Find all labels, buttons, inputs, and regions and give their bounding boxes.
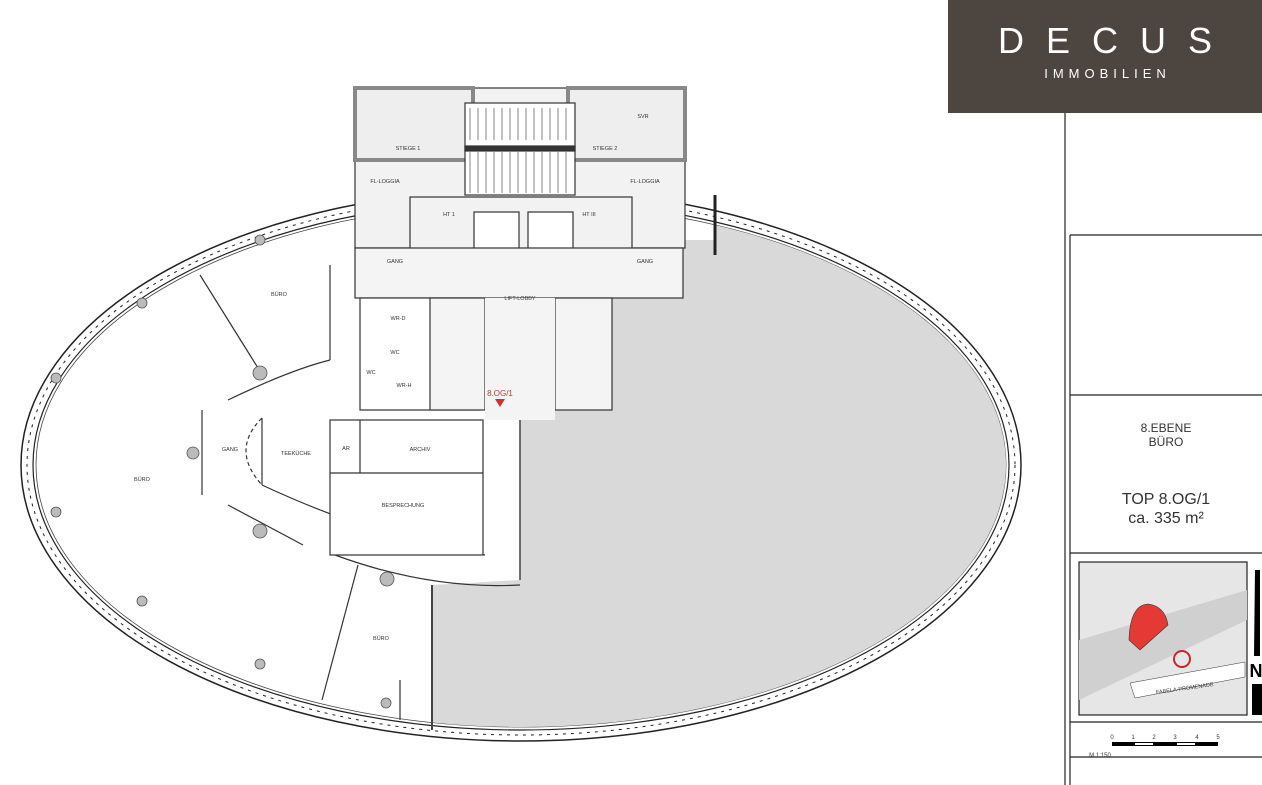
room-besprechung: BESPRECHUNG — [382, 503, 424, 509]
room-wc-2: WC — [366, 370, 375, 376]
area-label: ca. 335 m² — [1128, 510, 1204, 527]
room-wr-d: WR-D — [391, 316, 406, 322]
scale-tick: 1 — [1131, 735, 1135, 741]
site-location-map: FABELA-PROMENADE N — [1078, 561, 1262, 716]
entrance-circle-icon — [1173, 650, 1191, 668]
building-core — [353, 86, 687, 420]
marker-triangle-icon — [495, 399, 505, 407]
room-stiege-2: STIEGE 2 — [593, 146, 618, 152]
scale-bar: 0 1 2 3 4 5 M 1:150 — [1089, 735, 1220, 759]
unit-info: TOP 8.OG/1 ca. 335 m² — [1070, 490, 1262, 528]
logo-subtitle: IMMOBILIEN — [1044, 66, 1171, 81]
room-loggia-left: FL-LOGGIA — [370, 179, 400, 185]
north-arrow-icon — [1254, 570, 1260, 656]
unit-entrance-marker: 8.OG/1 — [487, 389, 513, 407]
scale-tick: 3 — [1173, 735, 1177, 741]
rental-area-highlight — [431, 195, 1006, 730]
room-ht3: HT III — [582, 212, 596, 218]
unit-location-highlight — [1128, 603, 1169, 651]
scale-tick: 5 — [1216, 735, 1220, 741]
room-buero-bottom: BÜRO — [373, 635, 390, 642]
room-stiege-1: STIEGE 1 — [396, 146, 421, 152]
unit-marker-label: 8.OG/1 — [487, 389, 513, 398]
room-loggia-right: FL-LOGGIA — [630, 179, 660, 185]
room-buero-left: BÜRO — [134, 476, 151, 483]
unit-label: TOP 8.OG/1 — [1121, 491, 1211, 508]
columns — [50, 234, 395, 709]
room-svr: SVR — [637, 114, 648, 120]
logo-brand: DECUS — [997, 20, 1235, 61]
room-teekueche: TEEKÜCHE — [281, 450, 311, 457]
room-ht1: HT 1 — [443, 212, 455, 218]
room-lift-lobby: LIFT-LOBBY — [504, 296, 536, 302]
room-gang-right: GANG — [637, 259, 653, 265]
scale-tick: 0 — [1110, 735, 1114, 741]
room-ar: AR — [342, 446, 350, 452]
level-info: 8.EBENE BÜRO — [1070, 421, 1262, 449]
wing-partitions — [199, 265, 521, 720]
room-wr-h: WR-H — [397, 383, 412, 389]
north-label: N — [1250, 661, 1262, 681]
scale-tick: 2 — [1152, 735, 1156, 741]
scale-tick: 4 — [1195, 735, 1199, 741]
room-gang-wing: GANG — [222, 447, 238, 453]
room-buero-top: BÜRO — [271, 291, 288, 298]
level-label: 8.EBENE — [1140, 421, 1192, 435]
company-logo: DECUS IMMOBILIEN — [948, 0, 1262, 113]
room-labels: STIEGE 1 STIEGE 2 SVR FL-LOGGIA FL-LOGGI… — [134, 114, 660, 642]
use-label: BÜRO — [1148, 435, 1184, 449]
scale-label: M 1:150 — [1089, 753, 1111, 759]
room-wc-1: WC — [390, 350, 399, 356]
room-archiv: ARCHIV — [410, 447, 431, 453]
title-block-frame — [1064, 113, 1262, 785]
room-gang-left: GANG — [387, 259, 403, 265]
